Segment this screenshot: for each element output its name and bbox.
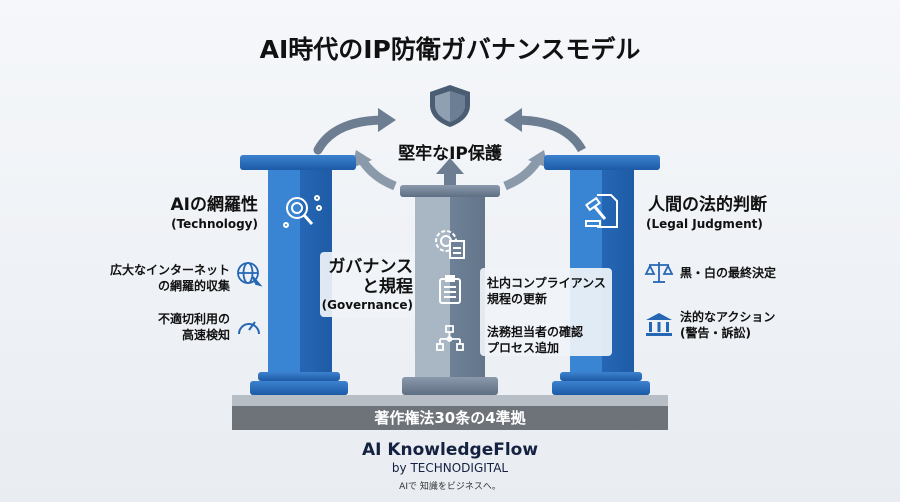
right-item-2: 法的なアクション (警告・訴訟) [680, 309, 820, 341]
arrowhead-center-left [352, 150, 372, 168]
arrowhead-left [378, 108, 396, 132]
arrow-center-up [444, 172, 456, 186]
center-pillar-subtitle: (Governance) [321, 298, 413, 312]
center-item-2-line1: 法務担当者の確認 [487, 325, 584, 339]
left-item-2: 不適切利用の 高速検知 [80, 311, 230, 343]
arrowhead-center-right [528, 150, 548, 168]
left-item-2-line2: 高速検知 [181, 328, 230, 342]
left-pillar-title: AIの網羅性 [170, 195, 258, 215]
speedometer-icon [238, 321, 260, 335]
center-item-1-line2: 規程の更新 [487, 292, 548, 306]
center-pillar-title: ガバナンス と規程 [300, 257, 413, 297]
center-item-2: 法務担当者の確認 プロセス追加 [487, 324, 612, 356]
foundation-label: 著作権法30条の4準拠 [232, 406, 668, 430]
gavel-document-icon [584, 194, 618, 228]
right-pillar-base [560, 372, 642, 381]
left-item-1-line2: の網羅的収集 [157, 279, 230, 293]
arrowhead-center-up [436, 158, 464, 174]
left-item-1: 広大なインターネット の網羅的収集 [80, 262, 230, 294]
center-label-panel [320, 252, 416, 317]
center-item-2-line2: プロセス追加 [487, 341, 560, 355]
arrow-left-up-icon [313, 115, 390, 155]
arrow-right-up-icon [514, 115, 586, 153]
ai-magnifier-icon [283, 195, 322, 228]
right-pillar-title: 人間の法的判断 [648, 195, 767, 215]
footer-tagline: AIで 知識をビジネスへ。 [399, 482, 501, 492]
right-pillar-subtitle: (Legal Judgment) [646, 217, 763, 231]
center-pillar-base [402, 377, 498, 395]
arrow-center-left [358, 157, 397, 191]
gear-document-icon [435, 230, 465, 259]
center-pillar-capital [400, 185, 500, 197]
right-item-2-line2: (警告・訴訟) [680, 326, 751, 340]
left-item-1-line1: 広大なインターネット [109, 263, 230, 277]
right-item-1: 黒・白の最終決定 [680, 266, 777, 280]
right-pillar-plinth [552, 381, 650, 395]
center-title-line2: と規程 [362, 277, 413, 297]
foundation-top [232, 395, 668, 406]
center-items-panel [480, 268, 612, 356]
flowchart-icon [436, 325, 464, 351]
footer-brand: AI KnowledgeFlow [361, 440, 539, 460]
left-pillar-subtitle: (Technology) [171, 217, 258, 231]
left-pillar-plinth [250, 381, 348, 395]
left-item-2-line1: 不適切利用の [157, 312, 230, 326]
center-title-line1: ガバナンス [328, 257, 413, 277]
right-pillar-capital [544, 155, 660, 170]
left-pillar-capital [240, 155, 356, 170]
shield-icon [430, 85, 470, 127]
left-pillar-base [258, 372, 340, 381]
center-item-1-line1: 社内コンプライアンス [487, 276, 606, 290]
scales-icon [644, 262, 674, 283]
courthouse-icon [646, 313, 672, 336]
clipboard-checklist-icon [439, 275, 461, 304]
arrowhead-right [504, 108, 522, 132]
goal-label: 堅牢なIP保護 [398, 144, 502, 164]
globe-cursor-icon [237, 262, 263, 287]
arrow-center-right [503, 157, 542, 191]
page-title: AI時代のIP防衛ガバナンスモデル [259, 35, 641, 64]
right-item-2-line1: 法的なアクション [680, 310, 776, 324]
center-item-1: 社内コンプライアンス 規程の更新 [487, 275, 612, 307]
footer-by: by TECHNODIGITAL [391, 461, 509, 475]
